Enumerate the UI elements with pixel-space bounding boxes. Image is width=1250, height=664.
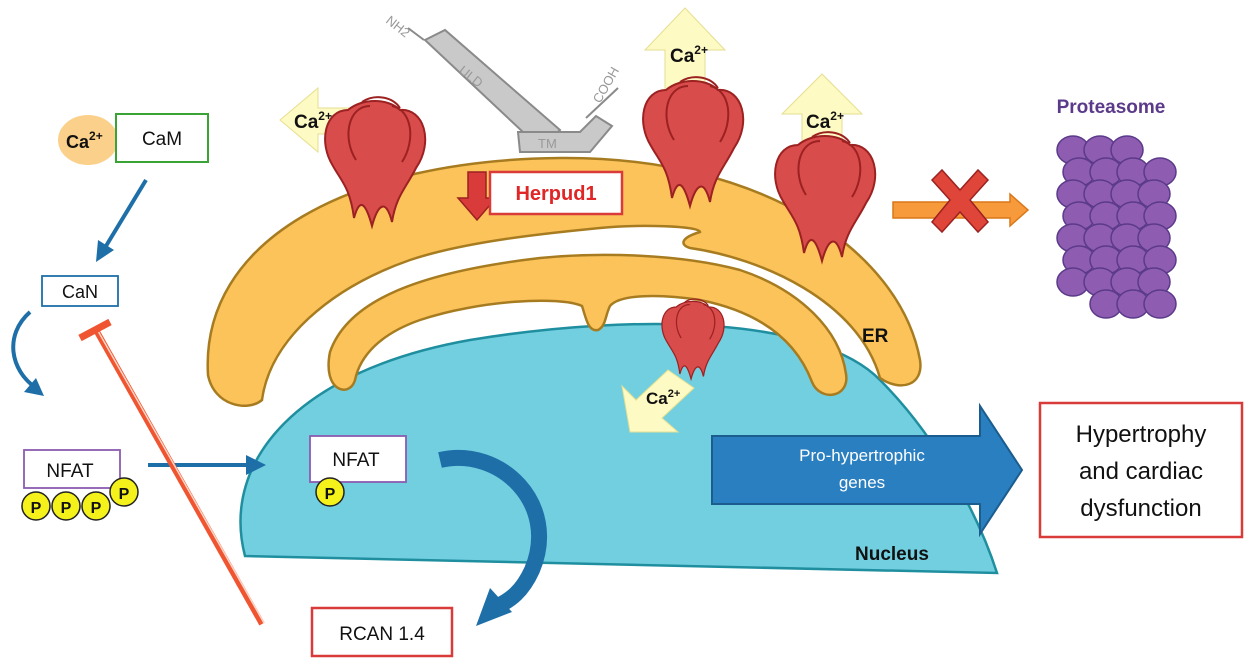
cam-to-can-arrow (96, 178, 148, 262)
ca-arrow-nuclear: Ca2+ (621, 369, 695, 433)
herpud1-tm-segment (516, 114, 614, 153)
can-activation-curve-arrow (11, 310, 44, 396)
proteasome-subunit (1143, 289, 1177, 319)
svg-text:P: P (119, 486, 130, 503)
nfat-phosphorylated: NFAT P P P P (21, 449, 139, 521)
proteasome-icon (1056, 135, 1177, 319)
er-inner-lobe (327, 253, 848, 397)
herpud1-decrease-arrow (456, 171, 498, 222)
nfat-nuclear: NFAT P (309, 435, 407, 507)
herpud1-label: Herpud1 (515, 183, 596, 205)
pro-genes-line1: Pro-hypertrophic (799, 446, 925, 465)
ca-cam-complex: Ca2+ CaM (58, 113, 209, 165)
outcome-box: Hypertrophy and cardiac dysfunction (1038, 401, 1244, 539)
can-box: CaN (41, 275, 119, 307)
ca-arrow-top: Ca2+ (643, 7, 727, 91)
herpud1-uld-segment (423, 28, 562, 150)
tm-label: TM (538, 136, 557, 151)
svg-text:P: P (31, 500, 42, 517)
nfat-translocation-arrow (148, 455, 266, 475)
svg-text:P: P (91, 500, 102, 517)
svg-text:Ca2+: Ca2+ (294, 109, 332, 133)
svg-text:Ca2+: Ca2+ (806, 109, 844, 133)
proteasome-title: Proteasome (1057, 97, 1166, 118)
er-label: ER (862, 326, 889, 347)
nfat-cyto-label: NFAT (46, 461, 94, 482)
svg-text:P: P (325, 486, 336, 503)
nfat-nuc-label: NFAT (332, 450, 380, 471)
herpud1-box: Herpud1 (488, 170, 624, 216)
ca-ion-bubble (58, 115, 118, 165)
svg-text:Ca2+: Ca2+ (670, 43, 708, 67)
outcome-line1: Hypertrophy (1076, 421, 1207, 448)
svg-text:Ca2+: Ca2+ (66, 129, 103, 152)
can-label: CaN (62, 282, 98, 302)
rcan-inhibition-line (78, 318, 265, 626)
er-outer-membrane (206, 156, 922, 407)
phosphate-group: P P P P (21, 477, 139, 521)
blocked-x-icon (930, 168, 990, 234)
svg-text:P: P (61, 500, 72, 517)
rcan-box: RCAN 1.4 (310, 606, 454, 658)
nh2-label: NH2 (383, 13, 413, 41)
outcome-line2: and cardiac (1079, 458, 1203, 485)
endoplasmic-reticulum: ER (206, 156, 922, 407)
rcan-induction-curve-arrow (438, 450, 547, 626)
nucleus-label: Nucleus (855, 544, 929, 565)
pro-hypertrophic-genes-arrow: Pro-hypertrophic genes (711, 402, 1024, 538)
pro-genes-line2: genes (839, 473, 885, 492)
cam-label: CaM (142, 129, 182, 150)
rcan-label: RCAN 1.4 (339, 624, 425, 645)
cooh-label: COOH (590, 64, 622, 105)
outcome-line3: dysfunction (1080, 495, 1201, 522)
svg-text:Ca2+: Ca2+ (646, 388, 680, 408)
